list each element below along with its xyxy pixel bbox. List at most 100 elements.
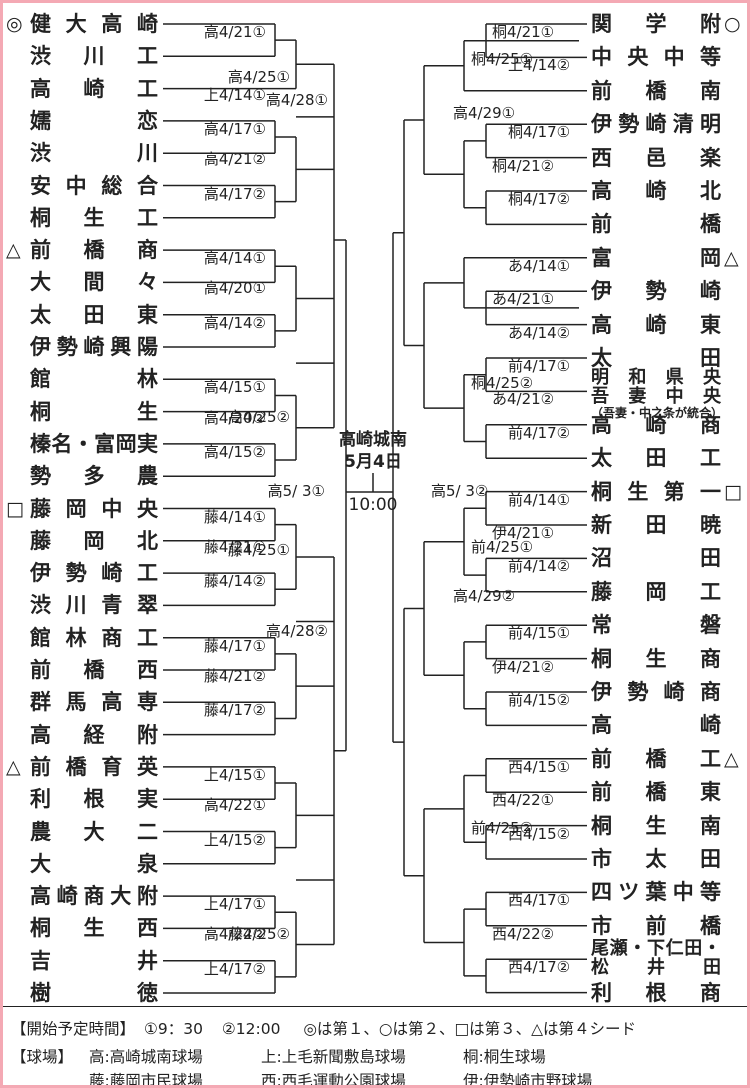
game-label: 伊4/21②	[492, 657, 555, 676]
bracket-lines	[163, 23, 587, 994]
team-entry: ◎健大高崎	[3, 9, 163, 39]
team-entry: 大間々	[3, 267, 163, 297]
game-label: 高4/29①	[453, 104, 516, 123]
team-entry: 四ツ葉中等	[587, 877, 747, 907]
team-name: 関学附	[591, 12, 721, 36]
team-name: 前橋東	[591, 780, 721, 805]
team-entry: 高崎北	[587, 176, 747, 206]
team-name: 中央中等	[591, 45, 721, 70]
seed-mark: △	[724, 747, 739, 770]
team-name: 伊勢崎商	[591, 680, 721, 704]
seed-mark: △	[6, 239, 21, 262]
team-name: 四ツ葉中等	[591, 880, 721, 905]
team-entry: 前橋	[587, 209, 747, 239]
game-label: 藤4/25②	[227, 924, 290, 943]
team-name: 桐生商	[591, 646, 721, 671]
game-label: 上4/15①	[203, 765, 266, 784]
team-name: 渋川工	[30, 44, 158, 69]
team-name: 利根実	[30, 787, 158, 812]
team-entry: 西邑楽	[587, 143, 747, 173]
team-entry: 利根商	[587, 978, 747, 1008]
team-entry: 明和県央吾妻中央（吾妻・中之条が統合）	[587, 368, 747, 419]
team-entry: 渋川青翠	[3, 590, 163, 620]
legend-venue: 高:高崎城南球場	[89, 1048, 203, 1066]
legend-start-times: 【開始予定時間】 ①9：30 ②12:00 ◎は第１、○は第２、□は第３、△は第…	[11, 1017, 636, 1039]
team-name: 高崎商	[591, 412, 721, 437]
game-label: 前4/25②	[471, 818, 534, 837]
team-name: 勢多農	[30, 464, 158, 489]
game-label: 桐4/17①	[508, 123, 571, 142]
legend-start-label: 【開始予定時間】	[11, 1020, 136, 1038]
team-name: 高崎北	[591, 179, 721, 203]
team-entry: 農大二	[3, 817, 163, 847]
game-label: 藤4/17②	[203, 701, 266, 720]
legend-time-2: ②12:00	[221, 1020, 281, 1038]
team-name: 前橋西	[30, 658, 158, 682]
team-entry: 新田暁	[587, 510, 747, 540]
team-entry: 館林商工	[3, 623, 163, 653]
team-entry: 嬬恋	[3, 106, 163, 136]
team-entry: 渋川工	[3, 41, 163, 71]
game-label: 藤4/14①	[203, 507, 266, 526]
team-name: 富岡	[591, 245, 721, 270]
game-label: 高4/29②	[453, 586, 516, 605]
game-label: 前4/14②	[508, 557, 571, 576]
game-label: 桐4/21②	[492, 156, 555, 175]
team-entry: 尾瀬・下仁田・松井田	[587, 939, 747, 977]
game-label: 藤4/25①	[227, 540, 290, 559]
game-label: 高5/ 3②	[431, 482, 489, 500]
team-entry: 沼田	[587, 543, 747, 573]
bracket-sheet: ◎健大高崎渋川工高崎工嬬恋渋川安中総合桐生工△前橋商大間々太田東伊勢崎興陽館林桐…	[3, 3, 747, 1085]
game-label: あ4/21②	[492, 390, 555, 409]
game-label: 上4/17②	[203, 959, 266, 978]
team-name: 前橋	[591, 212, 721, 237]
game-label: 高4/28②	[265, 621, 328, 640]
game-label: 前4/17②	[508, 423, 571, 442]
team-name: 桐生工	[30, 205, 158, 230]
game-label: 高4/20②	[203, 408, 266, 427]
legend-seeds: ◎は第１、○は第２、□は第３、△は第４シード	[303, 1020, 637, 1038]
team-entry: 伊勢崎工	[3, 558, 163, 588]
team-name: 西邑楽	[591, 145, 721, 170]
game-label: 藤4/21②	[203, 667, 266, 685]
team-name: 大泉	[30, 851, 158, 876]
legend-venue: 藤:藤岡市民球場	[89, 1072, 203, 1085]
team-name: 前橋育英	[30, 754, 158, 779]
team-entry: 藤岡北	[3, 526, 163, 556]
game-label: 高4/22①	[203, 796, 266, 815]
team-entry: 桐生西	[3, 913, 163, 943]
team-name: 太田東	[30, 302, 158, 327]
seed-mark: □	[6, 497, 24, 520]
legend-venue: 西:西毛運動公園球場	[261, 1072, 406, 1085]
team-name: 前橋商	[30, 238, 158, 263]
team-name: 藤岡中央	[30, 496, 158, 521]
game-label: 高4/22②	[203, 925, 266, 944]
team-entry: 高崎商	[587, 410, 747, 440]
game-label: 高4/21②	[203, 150, 266, 169]
team-name: 市太田	[591, 847, 721, 871]
game-label: あ4/14②	[508, 323, 571, 342]
team-name: 高崎東	[591, 312, 721, 337]
game-label: 高4/28①	[265, 90, 328, 109]
game-label: 高4/15②	[203, 442, 266, 461]
team-entry: □ 藤岡中央	[3, 494, 163, 524]
game-label: 西4/15①	[508, 757, 571, 776]
team-entry: 渋川	[3, 138, 163, 168]
team-name: 樹徳	[30, 981, 158, 1005]
team-name: 利根商	[591, 980, 721, 1005]
team-name: 館林商工	[30, 625, 158, 650]
game-label: 藤4/14②	[203, 572, 266, 591]
team-name: 前橋工	[591, 746, 721, 771]
game-label: 前4/14①	[508, 490, 571, 509]
game-label: 前4/15①	[508, 624, 571, 643]
team-entry: △ 前橋商	[3, 235, 163, 265]
seed-mark: ◎	[6, 13, 23, 35]
legend-venue: 伊:伊勢崎市野球場	[463, 1072, 593, 1085]
game-label: 西4/15②	[508, 824, 571, 843]
team-entry: 伊勢崎商	[587, 677, 747, 707]
team-name: 太田工	[591, 446, 721, 471]
team-entry: △前橋育英	[3, 752, 163, 782]
team-name: 高崎工	[30, 76, 158, 101]
game-label: 西4/17①	[508, 891, 571, 910]
final-date: 5月4日	[344, 452, 402, 472]
